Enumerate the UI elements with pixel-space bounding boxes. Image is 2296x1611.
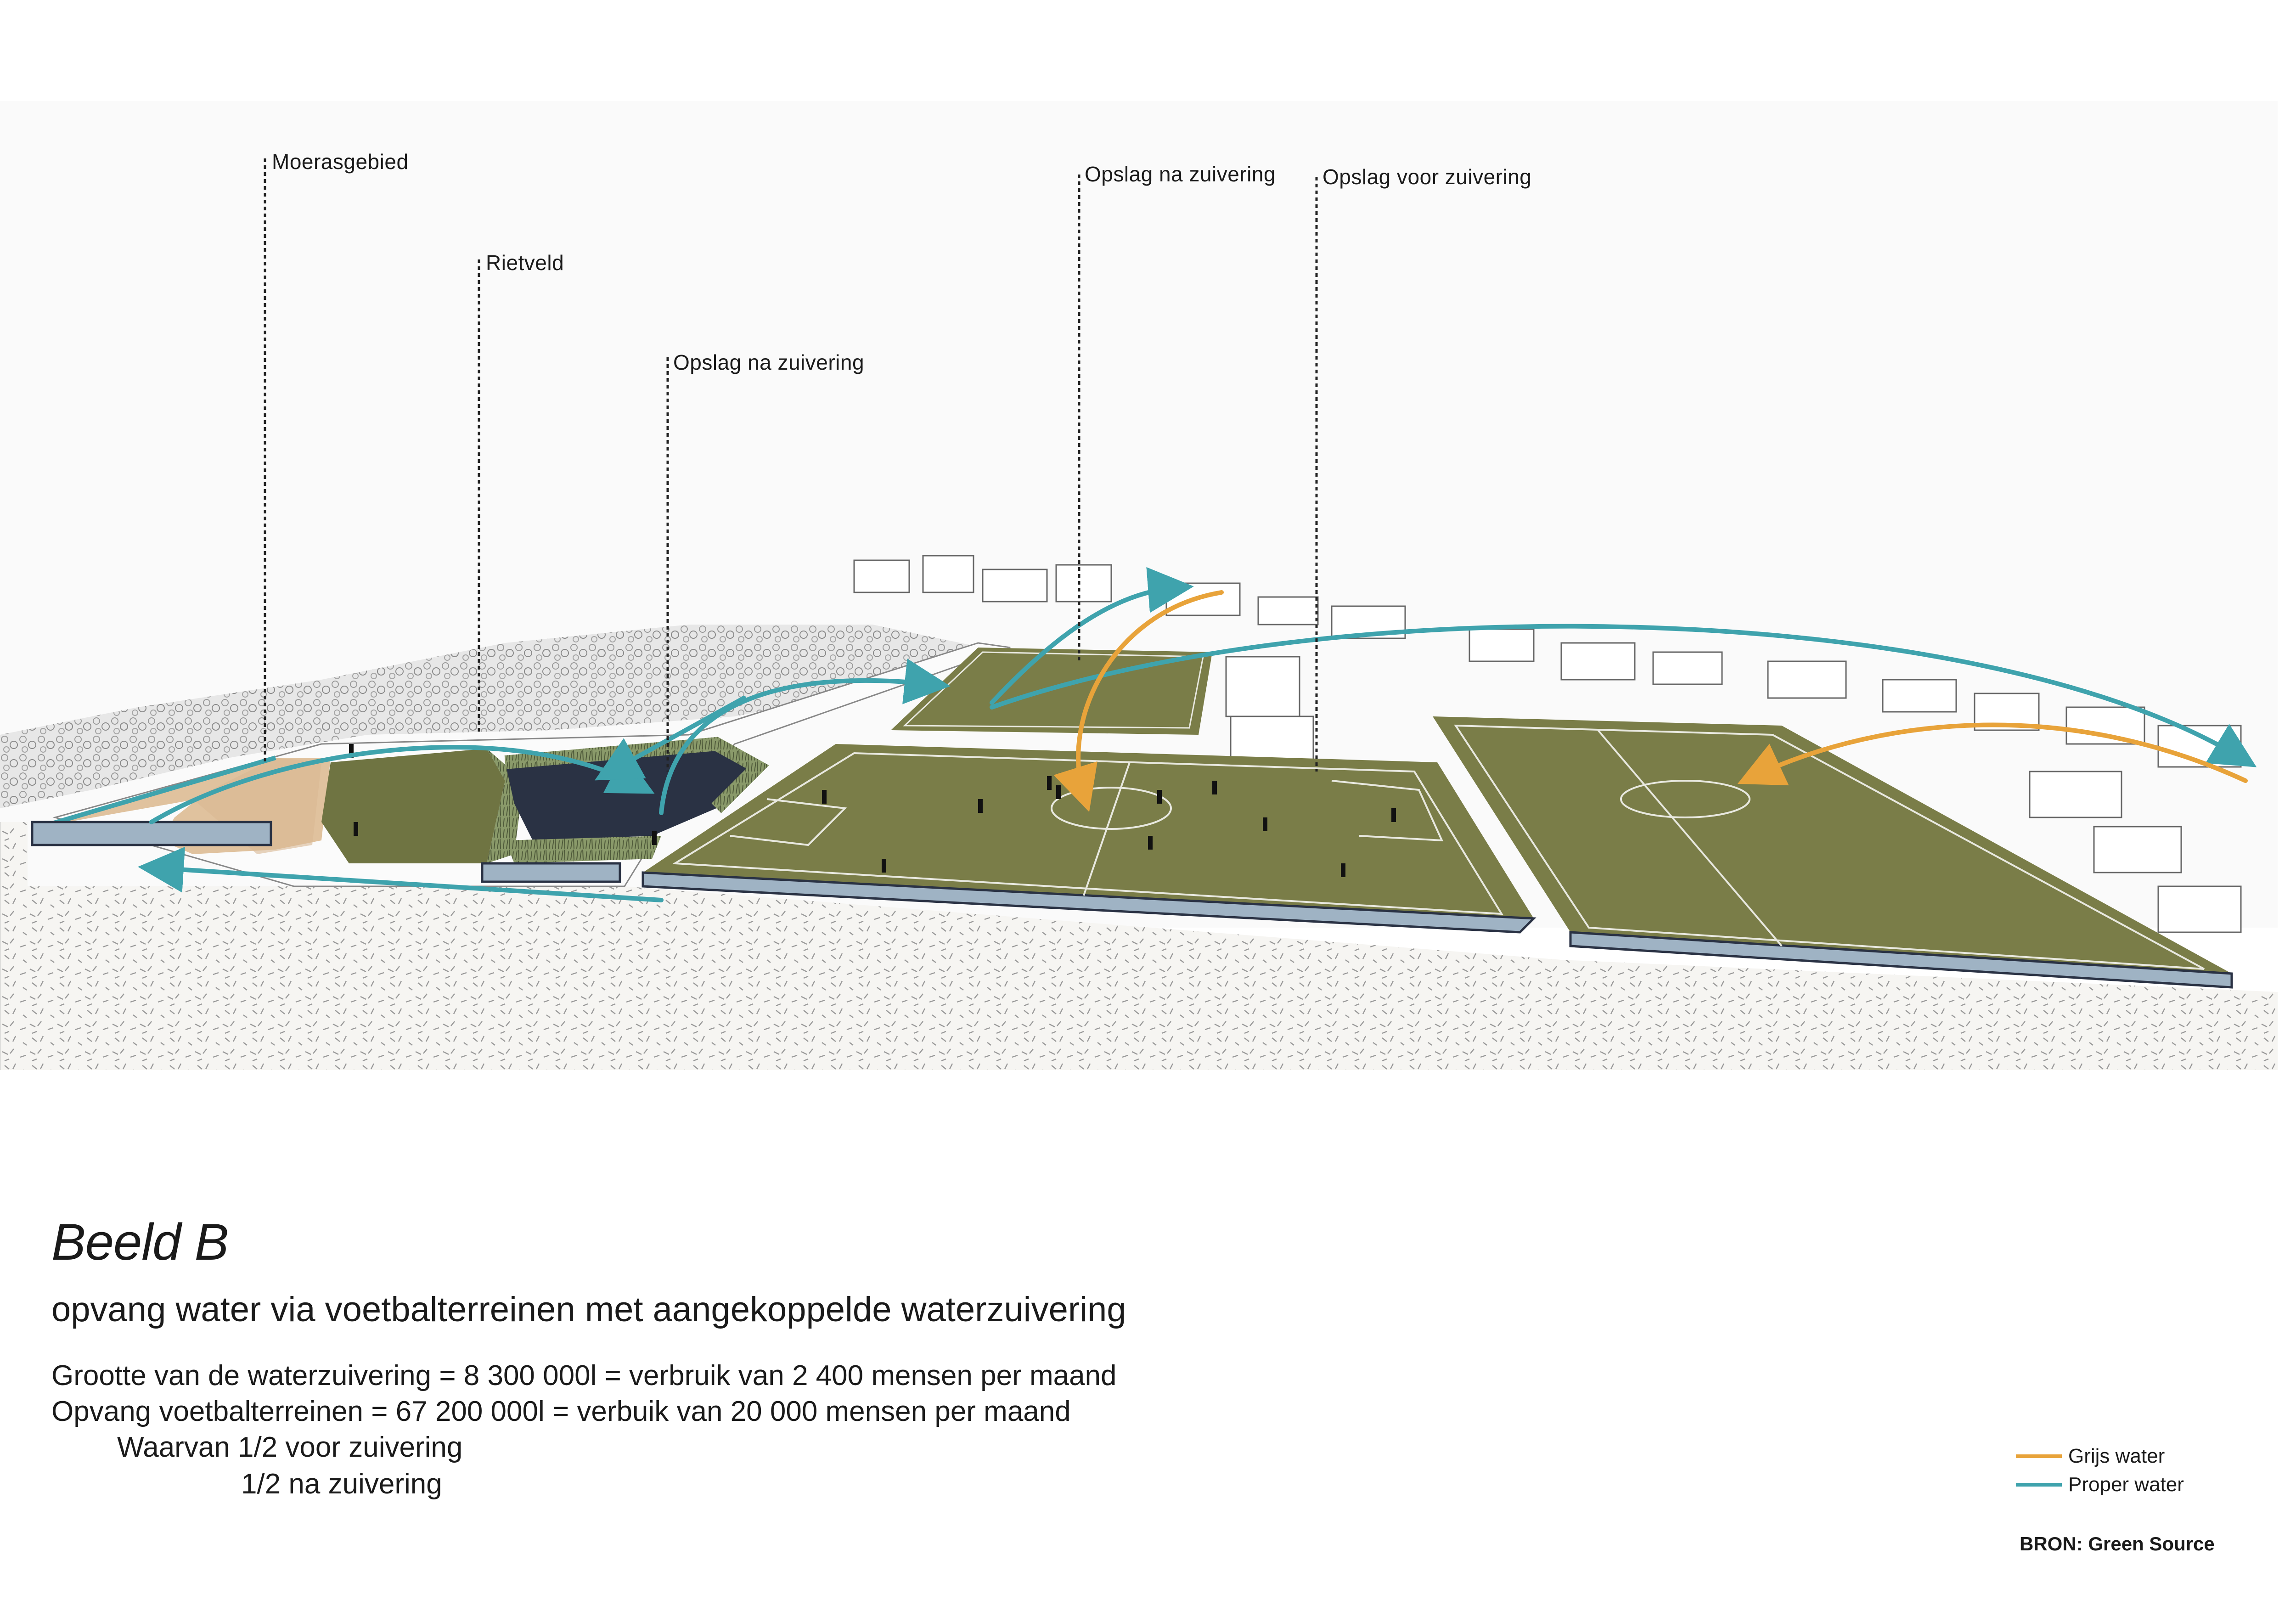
stat-line-3: Waarvan 1/2 voor zuivering [117,1431,463,1463]
underground-reservoir-mid [481,862,621,883]
football-field-3 [1433,716,2232,974]
clean-water-flow-3 [990,567,1194,705]
forest [0,625,983,808]
source-credit: BRON: Green Source [2020,1533,2215,1555]
stat-line-1: Grootte van de waterzuivering = 8 300 00… [51,1360,1117,1391]
underground-reservoir-left [31,821,272,846]
grey-water-swatch [2016,1454,2062,1458]
callout-opslag-na-zuivering-right: Opslag na zuivering [1085,162,1276,186]
grey-water-flow-1 [1053,590,1224,812]
legend-label: Proper water [2068,1473,2184,1496]
callout-moerasgebied: Moerasgebied [272,150,409,174]
legend-label: Grijs water [2068,1445,2165,1467]
clean-water-flow-1 [149,745,655,824]
clean-water-flow-5 [138,846,664,902]
clean-water-flow-6 [594,696,746,781]
figure-subtitle: opvang water via voetbalterreinen met aa… [51,1290,1126,1329]
callout-leaders [264,158,1318,772]
clean-water-swatch [2016,1483,2062,1487]
legend-item-clean-water: Proper water [2016,1470,2184,1499]
callout-opslag-voor-zuivering: Opslag voor zuivering [1322,165,1532,189]
players [349,744,1396,877]
figure-title: Beeld B [51,1213,229,1271]
legend: Grijs water Proper water [2016,1442,2184,1499]
callout-opslag-na-zuivering-left: Opslag na zuivering [673,350,865,374]
stat-line-4: 1/2 na zuivering [241,1468,442,1500]
stat-line-2: Opvang voetbalterreinen = 67 200 000l = … [51,1396,1071,1427]
grey-water-flow-2 [1737,722,2248,786]
reed-field [321,749,505,863]
callout-rietveld: Rietveld [486,251,564,275]
clean-water-flow-4 [990,624,2257,767]
background-town [853,555,2242,933]
soil-cross-section [0,822,2278,1070]
legend-item-grey-water: Grijs water [2016,1442,2184,1470]
